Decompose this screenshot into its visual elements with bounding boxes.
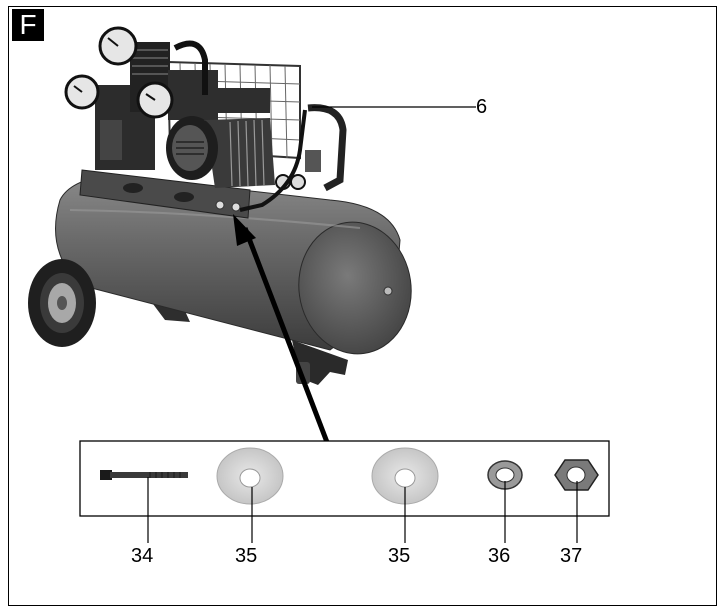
parts-box	[79, 440, 610, 517]
figure-label: F	[12, 9, 44, 41]
pointer-arrow	[233, 214, 333, 451]
callout-35-right: 35	[388, 545, 411, 567]
spring-washer	[487, 460, 523, 490]
wheel	[28, 259, 96, 347]
callout-34: 34	[131, 545, 154, 567]
air-tank	[55, 174, 412, 355]
callout-36: 36	[488, 545, 511, 567]
washer-left	[216, 447, 284, 505]
electric-motor	[166, 116, 275, 188]
mounting-plate	[79, 169, 251, 219]
callout-37: 37	[560, 545, 583, 567]
pump	[95, 40, 270, 170]
callout-35-left: 35	[235, 545, 258, 567]
figure-frame	[8, 6, 717, 606]
bolt	[100, 470, 188, 480]
hex-nut	[554, 459, 599, 491]
part-leaders	[147, 477, 578, 543]
handle	[239, 104, 347, 212]
pressure-gauges	[64, 26, 306, 190]
callout-6: 6	[476, 96, 488, 118]
